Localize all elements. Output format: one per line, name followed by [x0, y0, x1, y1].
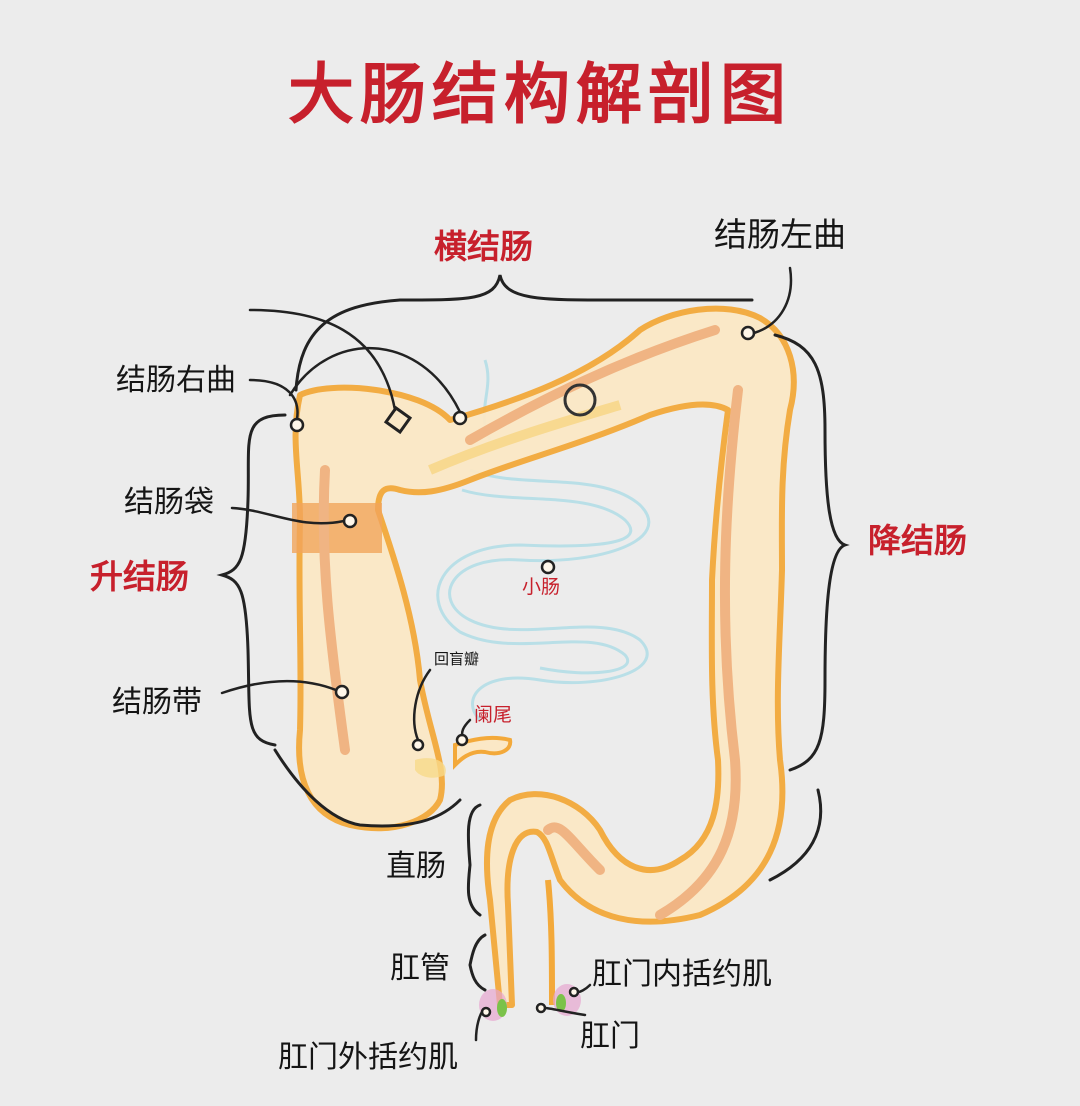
clamp-marker	[383, 405, 413, 435]
transverse-colon-highlight	[428, 400, 622, 475]
sphincters	[479, 984, 581, 1021]
label-anal-canal: 肛管	[390, 951, 450, 986]
label-internal-anal-sphincter: 肛门内括约肌	[592, 957, 772, 992]
label-teniae-coli: 结肠带	[112, 685, 202, 720]
label-right-colic-flexure: 结肠右曲	[116, 363, 236, 398]
colon-body	[292, 305, 797, 1008]
appendix-shape	[453, 735, 513, 770]
label-descending-colon: 降结肠	[868, 521, 967, 560]
cecum-bulge	[415, 758, 446, 778]
label-ascending-colon: 升结肠	[90, 557, 189, 596]
page-title: 大肠结构解剖图	[288, 56, 792, 133]
label-small-intestine: 小肠	[522, 576, 561, 598]
label-ileocecal-valve: 回盲瓣	[434, 650, 480, 668]
haustra-bulge-marker	[563, 383, 597, 417]
label-haustra: 结肠袋	[124, 485, 214, 520]
anal-canal-wall	[545, 879, 555, 1006]
label-rectum: 直肠	[386, 849, 446, 884]
haustra-band	[292, 503, 382, 553]
label-anus: 肛门	[580, 1019, 640, 1054]
label-left-colic-flexure: 结肠左曲	[714, 215, 846, 254]
braces	[216, 274, 850, 992]
teniae-coli-strips	[318, 325, 743, 920]
label-transverse-colon: 横结肠	[434, 227, 533, 266]
leader-lines	[220, 266, 793, 1042]
label-appendix: 阑尾	[474, 704, 513, 726]
label-external-anal-sphincter: 肛门外括约肌	[278, 1040, 458, 1075]
